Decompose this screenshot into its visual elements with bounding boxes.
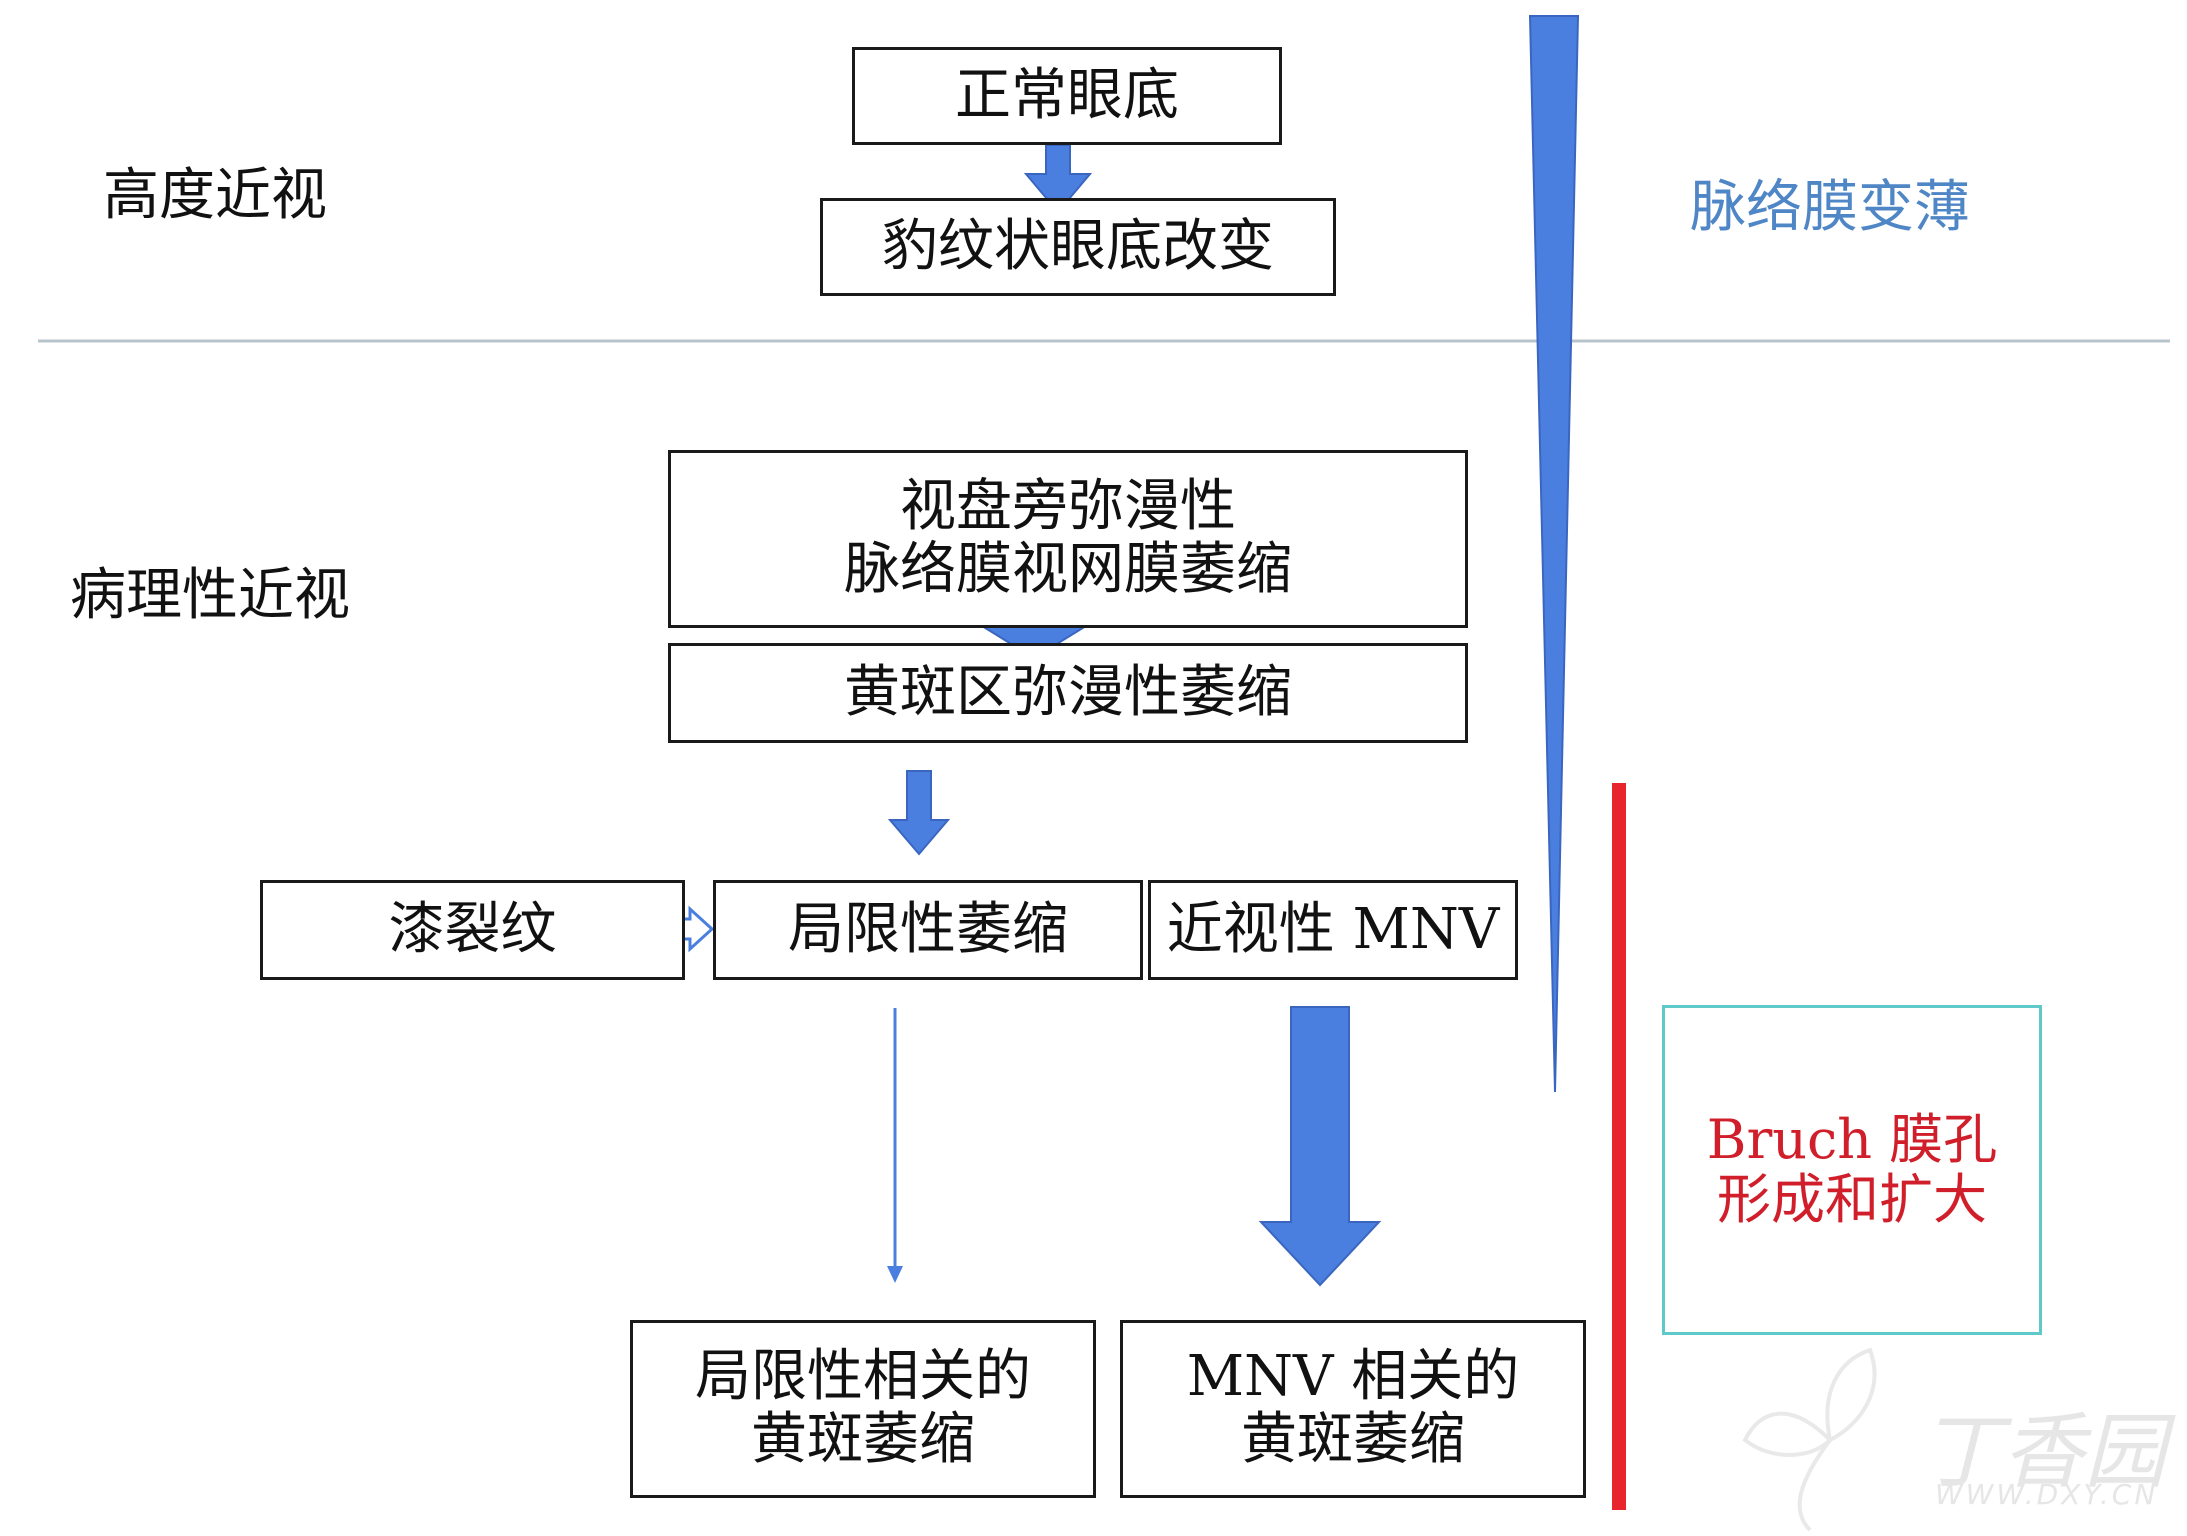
arrow-mnv-to-related [1258, 1006, 1382, 1287]
choroid-thinning-wedge [1528, 15, 1580, 1093]
tessellated-fundus-text: 豹纹状眼底改变 [882, 213, 1274, 279]
patchy-related-line2: 黄斑萎缩 [751, 1407, 975, 1472]
high-myopia-label: 高度近视 [103, 163, 327, 228]
macular-diffuse-atrophy-box: 黄斑区弥漫性萎缩 [668, 643, 1468, 743]
patchy-related-macular-atrophy-box: 局限性相关的 黄斑萎缩 [630, 1320, 1096, 1498]
bruch-membrane-box: Bruch 膜孔 形成和扩大 [1662, 1005, 2042, 1335]
lacquer-cracks-text: 漆裂纹 [388, 896, 557, 962]
patchy-atrophy-box: 局限性萎缩 [713, 880, 1143, 980]
mnv-related-line2: 黄斑萎缩 [1241, 1407, 1465, 1472]
pathologic-myopia-label: 病理性近视 [70, 563, 350, 628]
peripapillary-line1: 视盘旁弥漫性 [900, 474, 1236, 540]
thin-arrow-head [887, 1266, 903, 1283]
mnv-related-line1: MNV 相关的 [1186, 1344, 1520, 1410]
watermark-brand: 丁香园 [1920, 1405, 2166, 1500]
normal-fundus-box: 正常眼底 [852, 47, 1282, 145]
lacquer-cracks-box: 漆裂纹 [260, 880, 685, 980]
normal-fundus-text: 正常眼底 [955, 62, 1179, 128]
choroid-thinning-label: 脉络膜变薄 [1690, 175, 1970, 240]
mnv-related-macular-atrophy-box: MNV 相关的 黄斑萎缩 [1120, 1320, 1586, 1498]
arrow-normal-to-tessellated [1023, 144, 1093, 214]
tessellated-fundus-box: 豹纹状眼底改变 [820, 198, 1336, 296]
myopic-mnv-box: 近视性 MNV [1148, 880, 1518, 980]
peripapillary-atrophy-box: 视盘旁弥漫性 脉络膜视网膜萎缩 [668, 450, 1468, 628]
bruch-line2: 形成和扩大 [1717, 1168, 1987, 1231]
myopic-mnv-text: 近视性 MNV [1166, 896, 1500, 962]
arrow-macular-to-patchy [887, 770, 951, 856]
watermark-url: WWW.DXY.CN [1935, 1478, 2159, 1511]
macular-diffuse-text: 黄斑区弥漫性萎缩 [844, 659, 1292, 725]
bruch-red-bar [1612, 783, 1626, 1510]
peripapillary-line2: 脉络膜视网膜萎缩 [844, 537, 1292, 602]
patchy-related-line1: 局限性相关的 [695, 1344, 1031, 1410]
patchy-atrophy-text: 局限性萎缩 [788, 896, 1068, 962]
bruch-line1: Bruch 膜孔 [1706, 1107, 1998, 1171]
watermark-flower-icon [1742, 1347, 1877, 1532]
